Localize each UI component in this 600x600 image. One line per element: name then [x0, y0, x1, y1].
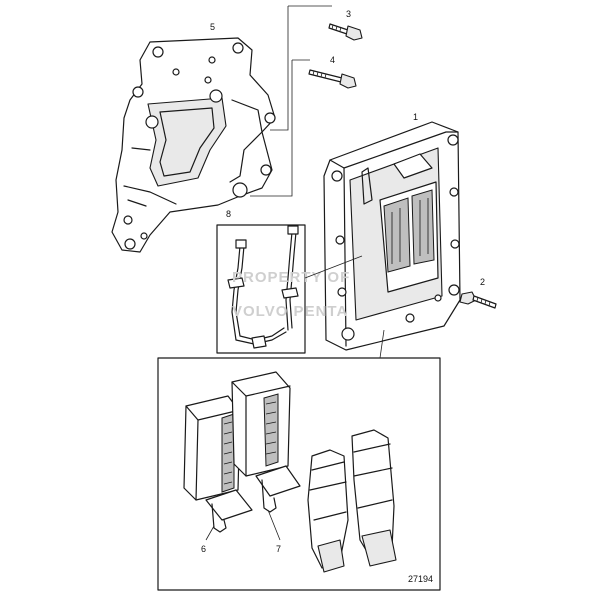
control-unit-part [323, 121, 461, 351]
callout-3: 3 [346, 9, 351, 19]
bolt-part-3 [328, 23, 363, 41]
figure-number: 27194 [408, 574, 433, 584]
callout-8: 8 [226, 209, 231, 219]
bolt-part-4 [308, 69, 357, 89]
callout-6: 6 [201, 544, 206, 554]
connector-boot-right [351, 429, 397, 567]
callout-7: 7 [276, 544, 281, 554]
callout-5: 5 [210, 22, 215, 32]
wiring-detail-frame [216, 224, 306, 354]
callout-4: 4 [330, 55, 335, 65]
watermark-line-1: PROPERTY OF [232, 269, 350, 286]
callout-1: 1 [413, 112, 418, 122]
callout-2: 2 [480, 277, 485, 287]
connector-part-6 [183, 395, 253, 533]
connector-detail-frame [157, 357, 441, 591]
mounting-bracket-part [111, 37, 276, 253]
connector-part-7 [231, 371, 301, 513]
watermark-line-2: VOLVO PENTA [232, 303, 348, 320]
connector-boot-left [307, 449, 349, 573]
wiring-harness-part [227, 225, 299, 349]
screw-part-2 [459, 291, 497, 309]
